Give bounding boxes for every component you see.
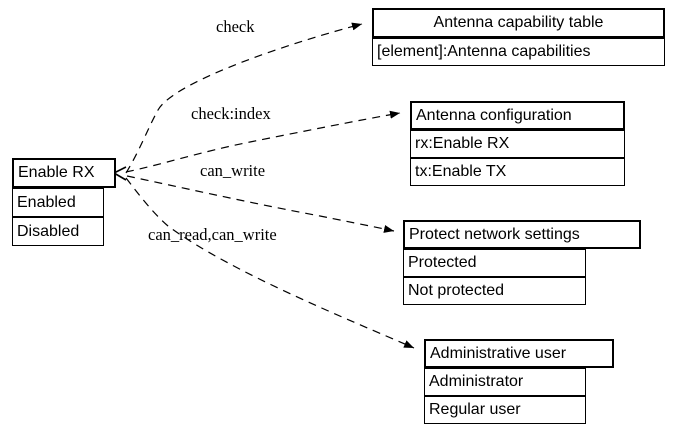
node-antenna-capability-table[interactable]: Antenna capability table [element]:Anten… — [372, 8, 665, 66]
node-antenna-capability-table-title[interactable]: Antenna capability table — [372, 8, 665, 38]
edge-label-check: check — [216, 17, 255, 36]
edge-label-check-index: check:index — [191, 104, 271, 123]
node-protect-network-settings-title[interactable]: Protect network settings — [403, 220, 641, 249]
node-administrative-user-row-0[interactable]: Administrator — [424, 368, 586, 396]
node-enable-rx-row-0[interactable]: Enabled — [12, 188, 104, 217]
node-antenna-configuration[interactable]: Antenna configuration rx:Enable RX tx:En… — [410, 101, 625, 186]
node-enable-rx-row-1[interactable]: Disabled — [12, 217, 104, 246]
node-administrative-user[interactable]: Administrative user Administrator Regula… — [424, 339, 614, 424]
node-antenna-configuration-row-0[interactable]: rx:Enable RX — [410, 130, 625, 158]
edge-path-check — [125, 22, 363, 174]
node-antenna-configuration-row-1[interactable]: tx:Enable TX — [410, 158, 625, 186]
node-antenna-capability-table-row-0[interactable]: [element]:Antenna capabilities — [372, 38, 665, 66]
node-protect-network-settings-row-1[interactable]: Not protected — [403, 277, 586, 305]
node-enable-rx-title[interactable]: Enable RX — [12, 158, 116, 188]
node-antenna-configuration-title[interactable]: Antenna configuration — [410, 101, 625, 130]
node-administrative-user-row-1[interactable]: Regular user — [424, 396, 586, 424]
edge-path-can-read-can-write — [125, 177, 415, 349]
node-administrative-user-title[interactable]: Administrative user — [424, 339, 614, 368]
edge-label-can-write: can_write — [200, 161, 266, 180]
node-protect-network-settings-row-0[interactable]: Protected — [403, 249, 586, 277]
edge-label-can-read-can-write: can_read,can_write — [148, 225, 277, 244]
node-enable-rx[interactable]: Enable RX Enabled Disabled — [12, 158, 116, 246]
node-protect-network-settings[interactable]: Protect network settings Protected Not p… — [403, 220, 641, 305]
edge-path-can-write — [126, 175, 395, 233]
